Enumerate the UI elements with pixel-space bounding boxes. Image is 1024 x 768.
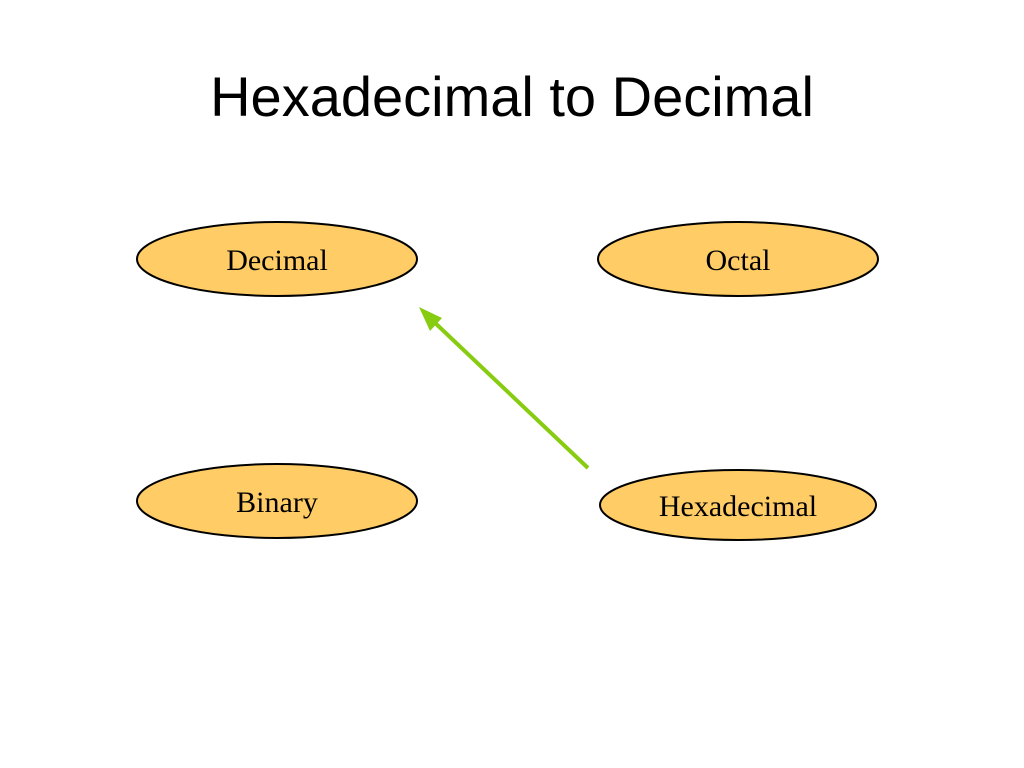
node-octal-label: Octal — [706, 244, 771, 277]
node-binary-shape — [136, 463, 418, 539]
node-octal-shape — [597, 221, 879, 297]
node-decimal: Decimal — [136, 221, 418, 297]
conversion-arrow-head — [419, 307, 442, 331]
node-decimal-label: Decimal — [226, 244, 328, 277]
node-decimal-shape — [136, 221, 418, 297]
slide-title: Hexadecimal to Decimal — [210, 65, 814, 128]
node-binary-label: Binary — [236, 486, 318, 519]
node-hexadecimal: Hexadecimal — [599, 469, 877, 541]
node-hexadecimal-shape — [599, 469, 877, 541]
node-hexadecimal-label: Hexadecimal — [659, 490, 817, 523]
conversion-arrow-line — [430, 318, 590, 470]
node-octal: Octal — [597, 221, 879, 297]
conversion-arrow — [419, 307, 590, 470]
node-binary: Binary — [136, 463, 418, 539]
